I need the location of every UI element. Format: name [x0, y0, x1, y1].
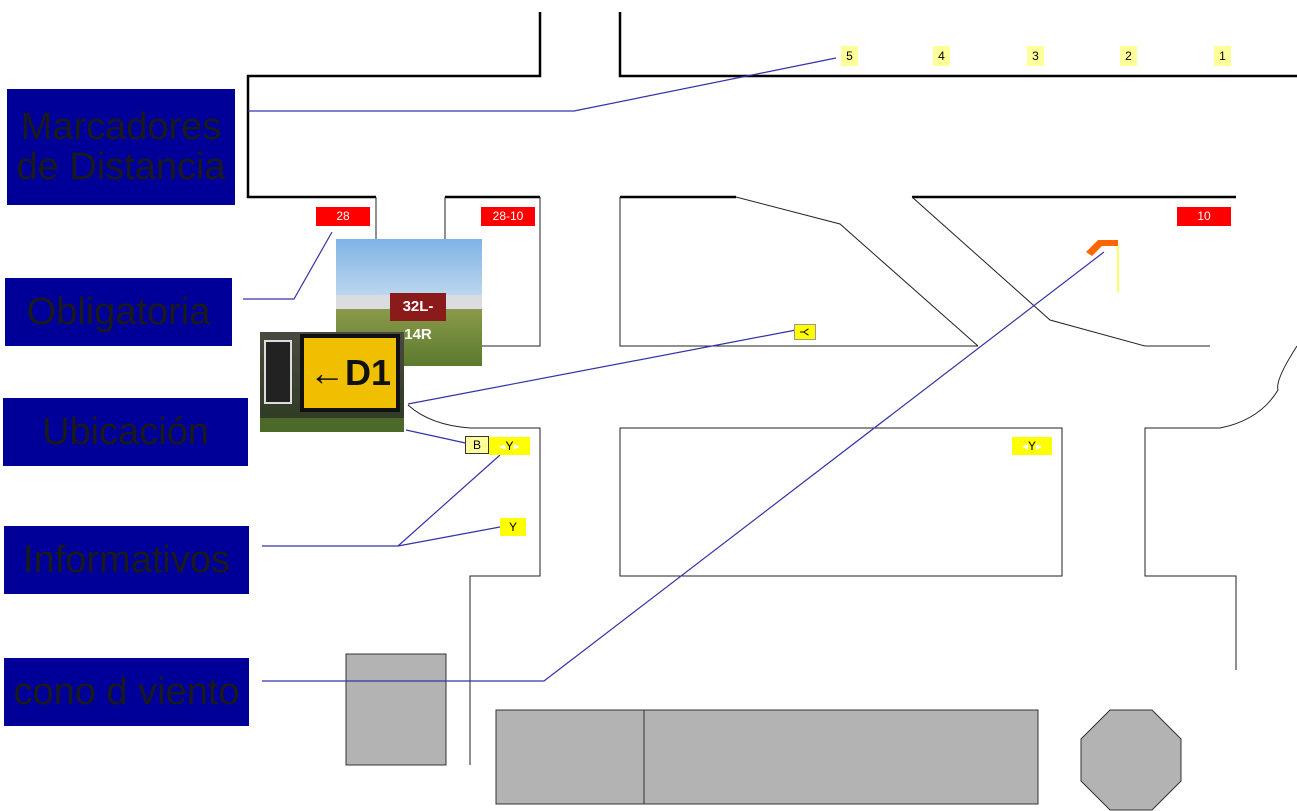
info-sign-y-arrows: ◂Y▸ [489, 437, 530, 455]
info-sign-y-lower: Y [500, 518, 526, 536]
taxiway-lines [376, 197, 1297, 765]
building-small [346, 654, 446, 765]
terminal-left [496, 710, 644, 804]
arrow-right-icon: ▸ [514, 439, 520, 453]
info-sign-y-center-text: Y [1028, 439, 1036, 453]
info-sign-y-text: Y [505, 439, 513, 453]
info-sign-y-center: ◂Y▸ [1012, 437, 1052, 455]
location-photo-sign-text: ←D1 [304, 338, 396, 408]
distance-sign-3: 3 [1027, 46, 1044, 66]
distance-sign-1: 1 [1214, 46, 1231, 66]
label-wind-cone: cono d viento [4, 658, 249, 726]
label-mandatory: Obligatoria [5, 278, 232, 346]
runway-edges [248, 12, 1297, 197]
distance-sign-5: 5 [841, 46, 858, 66]
location-sign-b: B [465, 436, 489, 454]
mandatory-sign-10: 10 [1177, 207, 1231, 226]
octagon-building [1081, 710, 1181, 810]
distance-sign-2: 2 [1120, 46, 1137, 66]
mandatory-photo-sign-text: 32L-14R [390, 293, 446, 321]
distance-sign-4: 4 [933, 46, 950, 66]
label-location: Ubicación [3, 398, 248, 466]
terminal-right [644, 710, 1038, 804]
label-informative: Informativos [4, 526, 249, 594]
info-sign-y-rotated: Y [794, 324, 816, 340]
mandatory-sign-28-10: 28-10 [481, 207, 535, 226]
location-sign-photo: ←D1 [260, 332, 404, 432]
mandatory-sign-28: 28 [316, 207, 370, 226]
label-distance-markers: Marcadores de Distancia [7, 89, 235, 205]
buildings [346, 654, 1181, 810]
arrow-right-icon: ▸ [1036, 439, 1042, 453]
wind-cone-icon [1086, 240, 1118, 292]
